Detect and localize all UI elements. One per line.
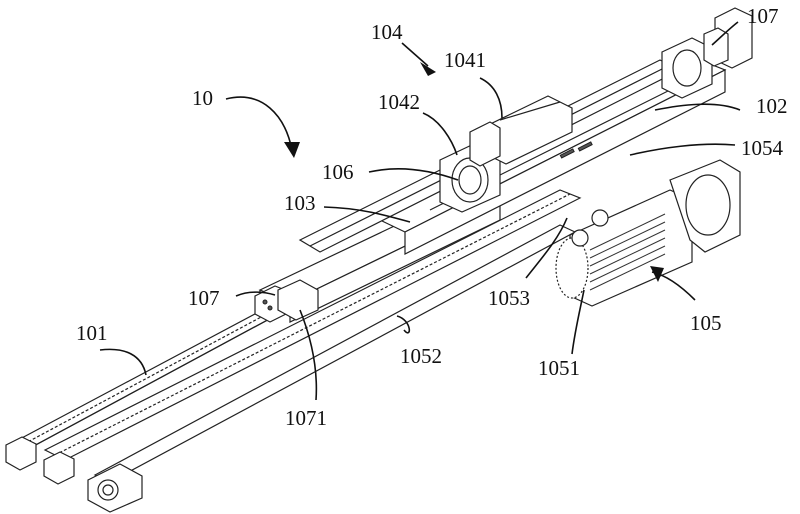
- label-107-lower: 107: [188, 286, 220, 310]
- label-1052: 1052: [400, 344, 442, 368]
- label-1071: 1071: [285, 406, 327, 430]
- label-107-top: 107: [747, 4, 779, 28]
- block-107-upper: [703, 7, 753, 69]
- block-107-lower: [254, 279, 319, 323]
- label-101: 101: [76, 321, 108, 345]
- arrow-105: [650, 266, 664, 282]
- label-1041: 1041: [444, 48, 486, 72]
- motor-105: [555, 159, 741, 307]
- leader-lines: [99, 21, 741, 401]
- label-103: 103: [284, 191, 316, 215]
- label-104: 104: [371, 20, 403, 44]
- label-1054: 1054: [741, 136, 783, 160]
- label-102: 102: [756, 94, 788, 118]
- label-1053: 1053: [488, 286, 530, 310]
- arrow-104: [420, 62, 436, 76]
- label-105: 105: [690, 311, 722, 335]
- label-1042: 1042: [378, 90, 420, 114]
- label-106: 106: [322, 160, 354, 184]
- motor-1041: [469, 95, 573, 167]
- arrow-10: [284, 142, 300, 158]
- bearing-housing-right: [661, 37, 713, 99]
- rail-101: [5, 289, 314, 471]
- label-10: 10: [192, 86, 213, 110]
- label-1051: 1051: [538, 356, 580, 380]
